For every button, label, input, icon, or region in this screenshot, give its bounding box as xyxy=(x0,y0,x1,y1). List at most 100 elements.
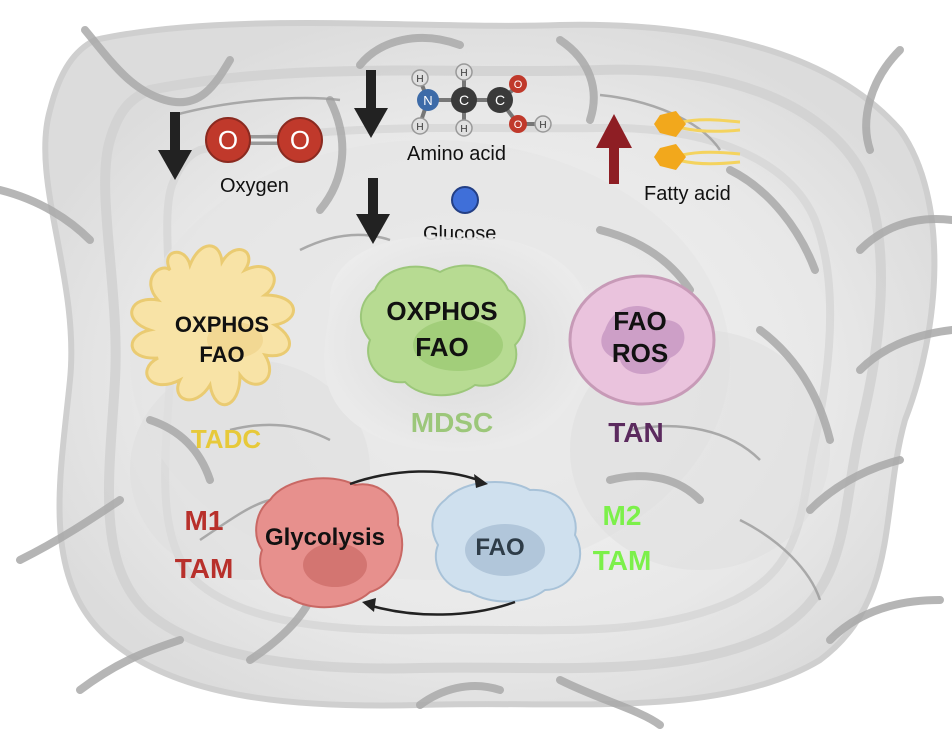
fatty-acid-head xyxy=(654,111,686,137)
fiber xyxy=(146,416,214,484)
tan-metabolism-line2: ROS xyxy=(612,338,668,368)
amino-acid-molecule-icon: H H H H H N C C O O xyxy=(411,63,552,137)
cell-nucleus xyxy=(303,543,367,587)
tadc-metabolism-line1: OXPHOS xyxy=(175,312,269,337)
nitrogen-atom xyxy=(417,89,439,111)
oxygen-trend-arrow xyxy=(158,112,192,180)
fatty-acid-head xyxy=(654,144,686,170)
fatty-acid-tail xyxy=(681,118,741,124)
fiber xyxy=(76,636,184,694)
amino-acid-trend-arrow xyxy=(354,70,388,138)
fiber xyxy=(316,96,347,214)
hydrogen-atom xyxy=(534,115,552,133)
fatty-acid-trend-arrow xyxy=(596,114,632,184)
dendritic-cell-body xyxy=(130,244,295,407)
fatty-acid-label: Fatty acid xyxy=(644,183,731,205)
hydrogen-atom xyxy=(411,117,429,135)
tumor-middle-layer xyxy=(100,64,886,674)
cell-nucleus xyxy=(465,524,545,576)
carbon-atom-label: C xyxy=(459,92,469,108)
mdsc-cell: OXPHOS FAO xyxy=(324,236,591,452)
fiber xyxy=(856,326,952,374)
fiber xyxy=(556,36,598,124)
hydrogen-atom xyxy=(455,119,473,137)
nitrogen-atom-label: N xyxy=(423,93,432,108)
fiber xyxy=(806,456,904,514)
glucose-icon xyxy=(451,186,479,214)
mdsc-metabolism-line1: OXPHOS xyxy=(386,296,497,326)
fatty-acid-molecule-icon xyxy=(654,111,741,170)
fiber xyxy=(174,96,341,117)
fiber xyxy=(229,423,331,442)
oxygen-atom xyxy=(205,117,251,163)
fiber xyxy=(356,34,464,69)
arrow-head xyxy=(158,150,192,180)
tan-label: TAN xyxy=(608,417,663,448)
glucose-trend-arrow xyxy=(356,178,390,244)
oxygen-atom xyxy=(277,117,323,163)
m2-tam-metabolism: FAO xyxy=(475,534,524,561)
arrow-shaft xyxy=(170,112,180,154)
tan-metabolism-line1: FAO xyxy=(613,306,666,336)
arrow-shaft xyxy=(366,70,376,112)
m1-tam-label-line1: M1 xyxy=(185,505,224,536)
oxygen-atom-label: O xyxy=(514,119,523,131)
oxygen-atom xyxy=(509,75,527,93)
fiber xyxy=(826,596,944,644)
hydrogen-atom-label: H xyxy=(539,120,546,131)
polarization-cycle-arrows xyxy=(349,470,516,616)
oxygen-atom-label: O xyxy=(290,125,310,155)
m2-to-m1-arrow xyxy=(371,600,516,616)
arrow-head xyxy=(354,108,388,138)
oxygen-atom-label: O xyxy=(218,125,238,155)
arrow-shaft xyxy=(368,178,378,218)
fiber xyxy=(756,326,834,444)
fatty-acid-tail xyxy=(681,150,741,157)
arrow-head xyxy=(474,474,488,488)
tan-cell: FAO ROS xyxy=(568,274,716,406)
cell-nucleus xyxy=(601,306,685,374)
fatty-acid-tail xyxy=(681,126,741,133)
m1-tam-metabolism: Glycolysis xyxy=(265,524,385,551)
carbon-atom xyxy=(451,87,477,113)
fine-fibers xyxy=(174,93,822,601)
fiber xyxy=(629,425,761,461)
tadc-cell: OXPHOS FAO xyxy=(130,244,295,407)
arrow-shaft xyxy=(609,146,619,184)
hydrogen-atom xyxy=(411,69,429,87)
fiber xyxy=(416,681,504,709)
m1-tam-cell: Glycolysis xyxy=(255,477,404,609)
m2-tam-cell: FAO xyxy=(431,481,582,603)
fiber xyxy=(862,46,904,154)
hydrogen-atom-label: H xyxy=(416,74,423,85)
cell-nucleus xyxy=(413,319,503,371)
arrow-head xyxy=(596,114,632,148)
cell-nucleus xyxy=(207,322,263,358)
fiber xyxy=(299,233,391,252)
hydrogen-atom-label: H xyxy=(416,122,423,133)
fiber xyxy=(81,26,234,107)
fiber xyxy=(596,226,694,294)
oxygen-atom-label: O xyxy=(514,79,523,91)
hydrogen-atom-label: H xyxy=(460,124,467,135)
tadc-label: TADC xyxy=(191,424,262,454)
oxygen-molecule-icon: O O xyxy=(205,117,323,163)
stromal-fibers xyxy=(0,26,952,729)
m1-tam-label-line2: TAM xyxy=(175,553,234,584)
fiber xyxy=(199,498,271,542)
fatty-acid-tail xyxy=(681,159,741,166)
oxygen-label: Oxygen xyxy=(220,175,289,197)
carbon-atom xyxy=(487,87,513,113)
hydrogen-atom xyxy=(455,63,473,81)
hydrogen-atom-label: H xyxy=(460,68,467,79)
m2-tam-label-line2: TAM xyxy=(593,545,652,576)
m2-tam-label-line1: M2 xyxy=(603,500,642,531)
mdsc-label: MDSC xyxy=(411,407,493,438)
tadc-metabolism-line2: FAO xyxy=(199,342,244,367)
fiber xyxy=(739,518,822,601)
m1-to-m2-arrow xyxy=(349,470,479,486)
carbon-atom-label: C xyxy=(495,92,505,108)
fiber xyxy=(856,215,952,254)
